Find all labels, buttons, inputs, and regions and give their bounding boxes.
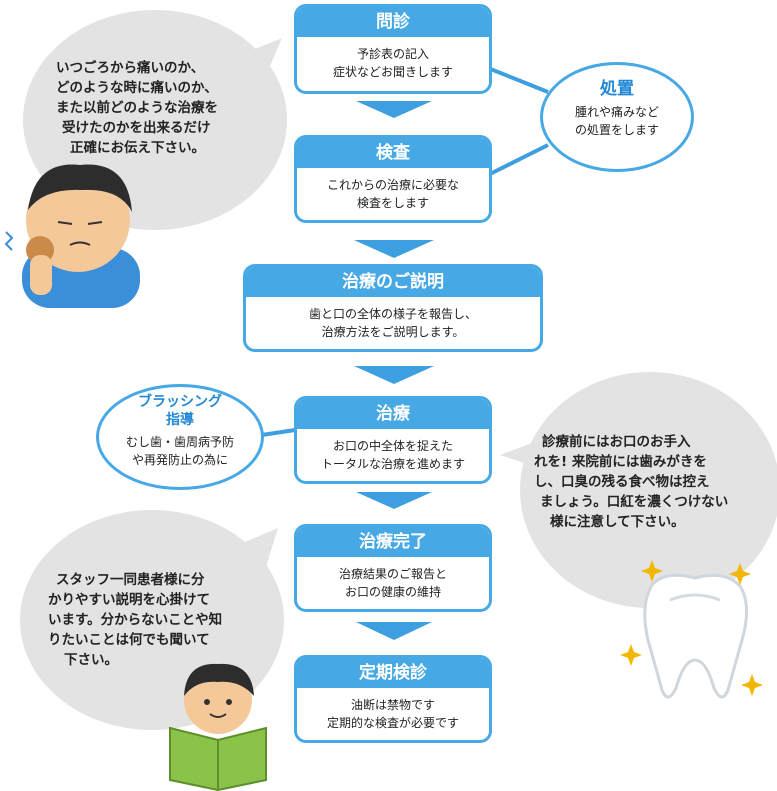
bubble-right-text: 診療前にはお口のお手入 れを! 来院前には歯みがきを し、口臭の残る食べ物は控え… xyxy=(534,432,728,532)
bubble-line: また以前どのような治療を xyxy=(56,100,218,116)
bubble-line: 診療前にはお口のお手入 xyxy=(542,434,691,450)
bubble-top-left-text: いつごろから痛いのか、 どのような時に痛いのか、 また以前どのような治療を 受け… xyxy=(56,58,218,158)
side-title: 指導 xyxy=(166,412,194,428)
bubble-right-shape xyxy=(520,372,777,608)
side-shochi: 処置 腫れや痛みなど の処置をします xyxy=(540,62,694,172)
step-line: 症状などお聞きします xyxy=(332,65,453,79)
step-line: 治療方法をご説明します。 xyxy=(321,325,465,339)
side-brushing: ブラッシング 指導 むし歯・歯周病予防 や再発防止の為に xyxy=(96,384,264,490)
connector-shochi-top xyxy=(487,66,549,94)
bubble-line: 受けたのかを出来るだけ xyxy=(62,120,211,136)
arrow-5 xyxy=(356,622,432,640)
connector-shochi-bottom xyxy=(487,143,549,177)
arrow-2 xyxy=(354,240,434,258)
side-line: の処置をします xyxy=(574,123,659,137)
step-line: 予診表の記入 xyxy=(356,47,429,61)
bubble-line: ましょう。口紅を濃くつけない xyxy=(540,494,729,510)
step-line: 油断は禁物です xyxy=(350,698,435,712)
bubble-line: いつごろから痛いのか、 xyxy=(56,60,205,76)
toothache-boy-icon xyxy=(4,164,140,308)
bubble-right-tail xyxy=(500,440,545,470)
step-title: 治療のご説明 xyxy=(246,267,540,297)
bubble-line: 正確にお伝え下さい。 xyxy=(70,140,205,156)
step-line: 検査をします xyxy=(356,196,429,210)
side-line: むし歯・歯周病予防 xyxy=(125,435,234,449)
arrow-3 xyxy=(354,366,434,384)
step-line: 治療結果のご報告と xyxy=(338,567,447,581)
step-setsumei: 治療のご説明 歯と口の全体の様子を報告し、 治療方法をご説明します。 xyxy=(243,264,543,352)
step-title: 問診 xyxy=(297,7,489,37)
step-kensa: 検査 これからの治療に必要な 検査をします xyxy=(294,135,492,223)
step-title: 検査 xyxy=(297,138,489,168)
arrow-4 xyxy=(356,492,432,509)
bubble-line: かりやすい説明を心掛けて xyxy=(48,592,210,608)
step-line: 歯と口の全体の様子を報告し、 xyxy=(308,307,477,321)
side-line: や再発防止の為に xyxy=(131,453,228,467)
step-line: お口の中全体を捉えた xyxy=(332,439,453,453)
side-title: ブラッシング xyxy=(138,394,222,410)
step-line: 定期的な検査が必要です xyxy=(326,716,459,730)
step-monshin: 問診 予診表の記入 症状などお聞きします xyxy=(294,4,492,94)
side-line: 腫れや痛みなど xyxy=(574,105,659,119)
bubble-line: 様に注意して下さい。 xyxy=(550,514,685,530)
bubble-line: し、口臭の残る食べ物は控え xyxy=(534,474,710,490)
step-line: お口の健康の維持 xyxy=(344,585,441,599)
step-title: 治療完了 xyxy=(297,527,489,557)
step-title: 定期検診 xyxy=(297,658,489,688)
connector-brushing xyxy=(261,428,296,437)
step-kanryo: 治療完了 治療結果のご報告と お口の健康の維持 xyxy=(294,524,492,612)
sparkling-tooth-icon xyxy=(620,560,763,699)
bubble-line: れを! 来院前には歯みがきを xyxy=(534,454,707,470)
bubble-line: りたいことは何でも聞いて xyxy=(48,632,210,648)
side-title: 処置 xyxy=(600,79,634,99)
bubble-top-left-tail xyxy=(240,38,282,85)
bubble-bottom-left-text: スタッフ一同患者様に分 かりやすい説明を心掛けて います。分からないことや知 り… xyxy=(48,570,222,670)
reading-boy-icon xyxy=(169,663,267,791)
step-teiki-kenshin: 定期検診 油断は禁物です 定期的な検査が必要です xyxy=(294,655,492,743)
step-line: トータルな治療を進めます xyxy=(320,457,465,471)
step-line: これからの治療に必要な xyxy=(326,178,459,192)
bubble-line: 下さい。 xyxy=(64,652,118,668)
step-chiryo: 治療 お口の中全体を捉えた トータルな治療を進めます xyxy=(294,396,492,484)
step-title: 治療 xyxy=(297,399,489,429)
bubble-line: どのような時に痛いのか、 xyxy=(56,80,218,96)
bubble-line: スタッフ一同患者様に分 xyxy=(56,572,205,588)
bubble-bottom-left-tail xyxy=(238,528,278,580)
arrow-1 xyxy=(356,101,432,118)
bubble-line: います。分からないことや知 xyxy=(48,612,223,628)
